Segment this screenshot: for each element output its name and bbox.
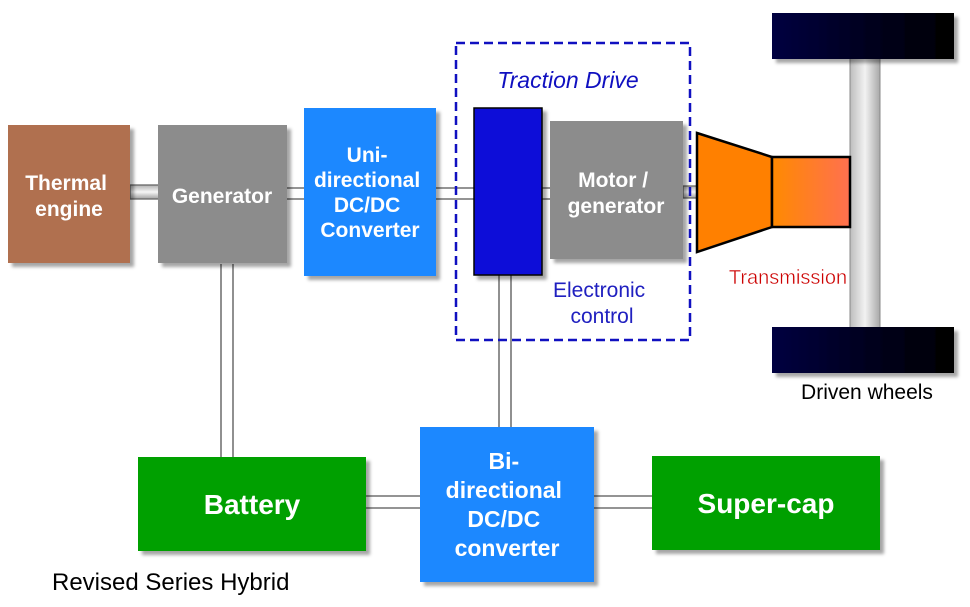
bi-converter-label-3: DC/DC <box>467 506 540 532</box>
svg-text:Uni- directional DC/DC: Uni- directional DC/DC Converter <box>314 144 426 242</box>
generator-label: Generator <box>172 185 272 208</box>
motor-generator-block <box>550 121 683 259</box>
motor-generator-label-1: Motor / <box>578 169 648 192</box>
svg-text:Generator: Generator <box>172 185 272 208</box>
electronic-control-label-1: Electronic <box>553 279 645 302</box>
electronic-control-label-2: control <box>570 305 633 328</box>
svg-text:Battery: Battery <box>204 489 301 520</box>
uni-converter-block <box>304 108 436 276</box>
svg-text:Super-cap: Super-cap <box>698 488 835 519</box>
wheel-bottom <box>772 327 954 373</box>
wheel-top <box>772 13 954 59</box>
bi-converter-label-4: converter <box>455 535 560 561</box>
thermal-engine-block <box>8 125 130 263</box>
bi-converter-block <box>420 427 594 582</box>
electronic-control-block <box>473 107 543 276</box>
transmission-output-shaft <box>770 155 852 229</box>
svg-text:Thermal engine: Thermal engine <box>25 172 113 221</box>
diagram-caption: Revised Series Hybrid <box>52 569 289 596</box>
svg-text:Motor / generator: Motor / generator <box>568 169 665 218</box>
traction-drive-frame <box>454 41 692 342</box>
axle <box>849 54 881 331</box>
svg-text:Bi- directional DC/DC: Bi- directional DC/DC converter <box>446 448 569 561</box>
svg-text:Electronic control: Electronic control <box>553 279 651 328</box>
driven-wheels-label: Driven wheels <box>801 381 933 404</box>
battery-block <box>138 457 366 551</box>
bi-converter-label-2: directional <box>446 477 562 503</box>
motor-generator-label-2: generator <box>568 195 665 218</box>
traction-drive-label: Traction Drive <box>497 67 638 93</box>
engine-generator-shaft <box>129 184 161 200</box>
transmission-cone <box>695 131 774 254</box>
thermal-engine-label-1: Thermal <box>25 172 107 195</box>
transmission <box>695 131 852 254</box>
uni-converter-label-3: DC/DC <box>334 194 401 217</box>
thermal-engine-label-2: engine <box>35 198 103 221</box>
transmission-label: Transmission <box>729 267 847 289</box>
uni-converter-label-4: Converter <box>320 219 419 242</box>
supercap-label: Super-cap <box>698 488 835 519</box>
driven-wheels-assembly <box>772 13 954 373</box>
battery-label: Battery <box>204 489 301 520</box>
uni-converter-label-2: directional <box>314 169 420 192</box>
generator-block <box>158 125 287 263</box>
bi-converter-label-1: Bi- <box>488 448 519 474</box>
uni-converter-label-1: Uni- <box>347 144 388 167</box>
supercap-block <box>652 456 880 550</box>
